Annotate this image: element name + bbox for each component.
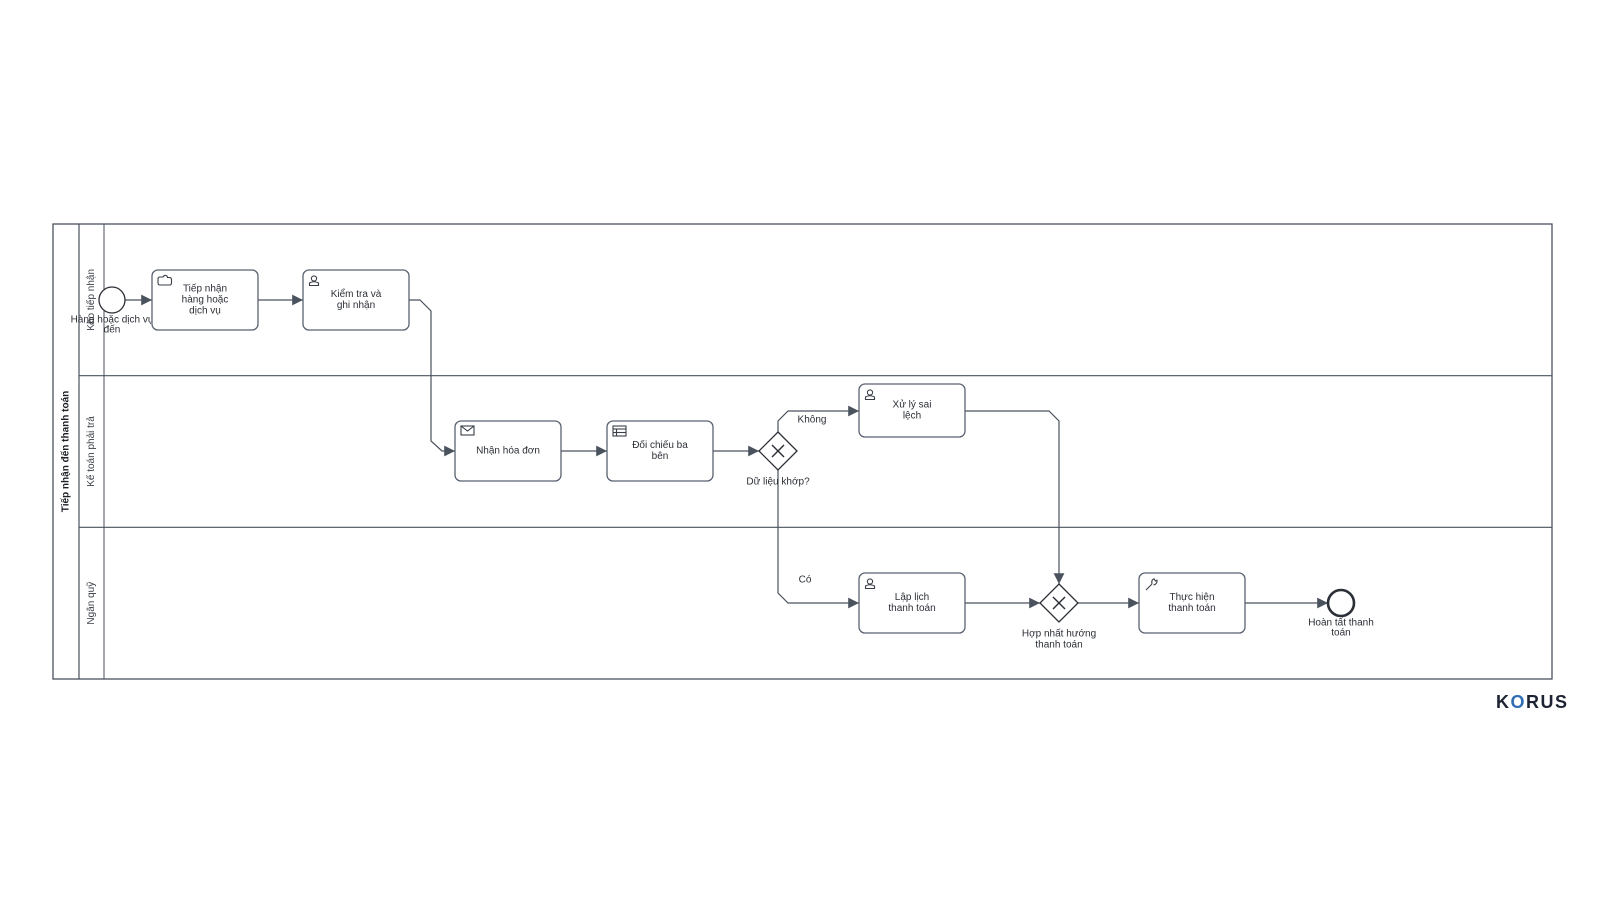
task-label-line: bên — [652, 451, 669, 462]
end-event-circle — [1326, 588, 1356, 618]
task-label-line: hàng hoặc — [182, 295, 229, 306]
sequence-flow-f7[interactable]: Có — [777, 470, 859, 609]
end-event-label-line: toán — [1331, 628, 1350, 639]
task-label-line: Kiểm tra và — [331, 288, 382, 300]
wrench-icon — [1145, 578, 1158, 591]
gateway-label-line: Hợp nhất hướng — [1022, 628, 1096, 640]
korus-logo: KORUS — [1496, 692, 1569, 712]
task-label-line: Tiếp nhận — [183, 283, 227, 295]
x-mark-icon — [771, 444, 785, 458]
task-box — [858, 572, 966, 634]
task-label-line: Lập lịch — [895, 592, 929, 603]
lane-title: Ngân quỹ — [86, 582, 97, 625]
task-label-line: dịch vụ — [189, 306, 221, 317]
sequence-flow-f3[interactable] — [409, 299, 455, 457]
flow-label: Không — [798, 415, 827, 426]
lane-3: Ngân quỹ — [79, 526, 1552, 679]
start-event-circle — [98, 286, 126, 314]
sequence-flow-f6[interactable]: Không — [777, 405, 859, 432]
envelope-icon — [460, 425, 475, 436]
pool: Tiếp nhận đến thanh toán Kho tiếp nhận Kế … — [52, 223, 1553, 680]
task-label-line: Nhận hóa đơn — [476, 446, 540, 457]
lane-title: Kế toán phải trả — [85, 416, 97, 487]
task-t3[interactable]: Nhận hóa đơn — [454, 420, 562, 482]
start-event-label-line: Hàng hoặc dịch vụ — [71, 315, 154, 326]
flow-line — [777, 405, 859, 432]
task-label: Nhận hóa đơn — [476, 446, 540, 457]
gateway-label: Dữ liệu khớp? — [746, 477, 810, 488]
task-box — [454, 420, 562, 482]
task-label-line: Đối chiếu ba — [632, 439, 688, 451]
flow-label: Có — [799, 575, 812, 586]
pool-border — [52, 223, 1553, 680]
flow-line — [777, 470, 859, 609]
gateway-label-line: Dữ liệu khớp? — [746, 477, 810, 488]
end-event-label-line: Hoàn tất thanh — [1308, 617, 1374, 629]
flow-line — [409, 299, 455, 457]
task-label-line: Xử lý sai — [893, 399, 932, 411]
sequence-flow-f8[interactable] — [965, 410, 1065, 584]
table-icon — [612, 425, 627, 437]
task-label-line: thanh toán — [1168, 603, 1215, 614]
task-label-line: Thực hiện — [1169, 592, 1214, 603]
manual-hand-icon — [157, 274, 173, 286]
gateway-label-line: thanh toán — [1035, 640, 1082, 651]
task-box — [858, 383, 966, 438]
task-box — [302, 269, 410, 331]
flow-line — [965, 410, 1065, 584]
pool-title: Tiếp nhận đến thanh toán — [60, 391, 72, 512]
task-label-line: ghi nhận — [337, 300, 375, 311]
lane-title: Kho tiếp nhận — [85, 269, 97, 331]
user-icon — [864, 578, 876, 590]
lane-2: Kế toán phải trả — [79, 375, 1552, 528]
task-label-line: lệch — [903, 411, 921, 422]
task-box — [151, 269, 259, 331]
task-box — [606, 420, 714, 482]
start-event-label-line: đến — [104, 324, 121, 336]
user-icon — [308, 275, 320, 287]
gateway-g1[interactable]: Dữ liệu khớp? — [746, 431, 810, 488]
task-box — [1138, 572, 1246, 634]
user-icon — [864, 389, 876, 401]
task-label-line: thanh toán — [888, 603, 935, 614]
x-mark-icon — [1052, 596, 1066, 610]
